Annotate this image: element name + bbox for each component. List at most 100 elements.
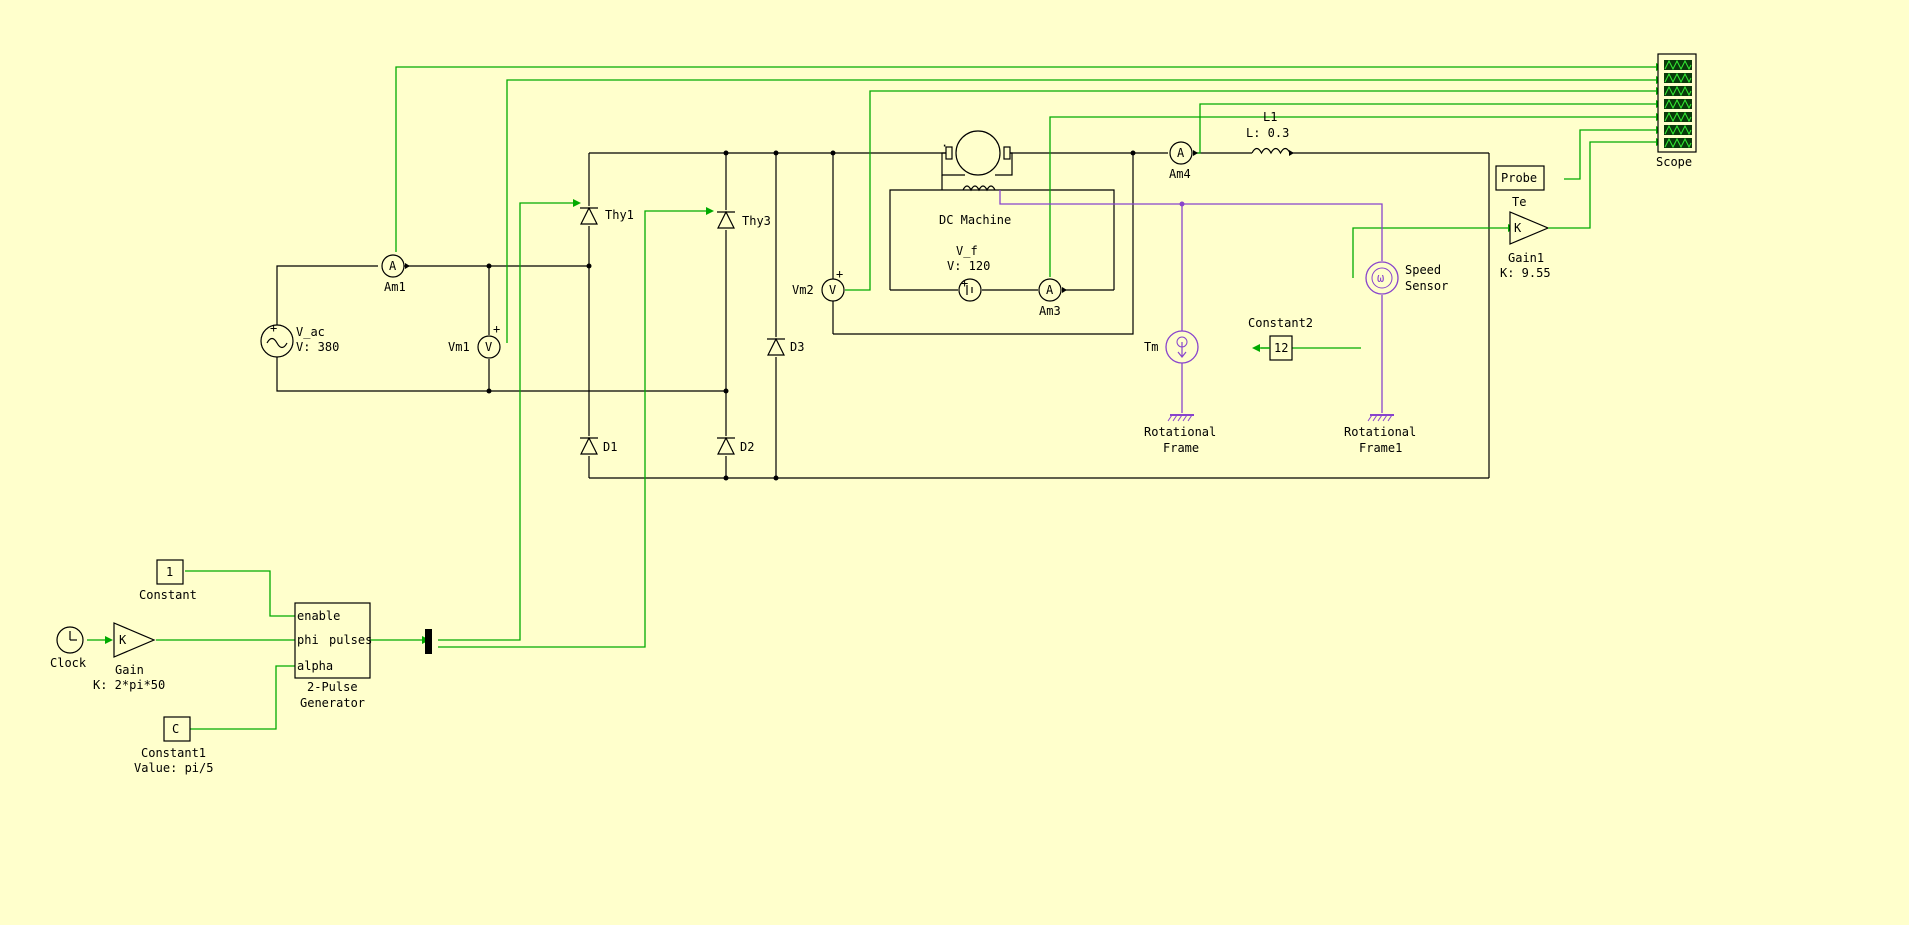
am3-symbol: A <box>1046 283 1054 297</box>
thyristor-thy3[interactable]: Thy3 <box>717 210 771 229</box>
constant-block-constant[interactable]: 1 Constant <box>139 559 197 602</box>
constant2-name: Constant2 <box>1248 316 1313 330</box>
thy1-name: Thy1 <box>605 208 634 222</box>
demux-bar[interactable] <box>425 629 432 654</box>
rot-frame1-line1: Rotational <box>1344 425 1416 439</box>
pulse-gen-port-phi: phi <box>297 633 319 647</box>
speed-sensor[interactable]: ω Speed Sensor <box>1365 261 1448 295</box>
constant-block-constant2[interactable]: 12 Constant2 <box>1248 316 1313 361</box>
scope-screen-6 <box>1664 125 1692 135</box>
scope-screen-1 <box>1664 60 1692 70</box>
v-ac-name: V_ac <box>296 325 325 339</box>
am4-name: Am4 <box>1169 167 1191 181</box>
power-wiring <box>276 152 1490 479</box>
constant-block-constant1[interactable]: C Constant1 Value: pi/5 <box>134 716 213 775</box>
gain-name: Gain <box>115 663 144 677</box>
scope-screen-2 <box>1664 73 1692 83</box>
signal-wiring <box>87 66 1656 730</box>
inductor-l1[interactable]: L1 L: 0.3 <box>1246 110 1294 156</box>
l1-name: L1 <box>1263 110 1277 124</box>
svg-text:+: + <box>493 322 500 336</box>
svg-text:+: + <box>961 276 968 290</box>
gain1-name: Gain1 <box>1508 251 1544 265</box>
probe-te[interactable]: Probe Te <box>1495 165 1545 209</box>
scope-block[interactable]: Scope <box>1656 53 1697 169</box>
gain-symbol: K <box>119 633 127 647</box>
v-f-param: V: 120 <box>947 259 990 273</box>
speed-sensor-name-1: Speed <box>1405 263 1441 277</box>
gain1-symbol: K <box>1514 221 1522 235</box>
am4-symbol: A <box>1177 146 1185 160</box>
vm1-symbol: V <box>485 340 492 354</box>
clock-name: Clock <box>50 656 87 670</box>
dc-machine-name: DC Machine <box>939 213 1011 227</box>
tm-name: Tm <box>1144 340 1158 354</box>
d2-name: D2 <box>740 440 754 454</box>
ammeter-am1[interactable]: A Am1 <box>381 254 410 294</box>
probe-name: Te <box>1512 195 1526 209</box>
pulse-gen-port-pulses: pulses <box>329 633 372 647</box>
gain-block-gain1[interactable]: K Gain1 K: 9.55 <box>1500 211 1570 280</box>
ammeter-am4[interactable]: A Am4 <box>1169 141 1198 181</box>
svg-text:·: · <box>941 139 948 153</box>
mechanical-wiring <box>999 190 1383 413</box>
pulse-generator[interactable]: enable phi alpha pulses 2-Pulse Generato… <box>294 602 372 710</box>
gain-block-gain[interactable]: K Gain K: 2*pi*50 <box>93 622 165 692</box>
scope-screen-4 <box>1664 99 1692 109</box>
v-ac-param: V: 380 <box>296 340 339 354</box>
pulse-gen-port-alpha: alpha <box>297 659 333 673</box>
dc-machine[interactable]: · DC Machine <box>939 130 1011 227</box>
pulse-gen-port-enable: enable <box>297 609 340 623</box>
constant2-value: 12 <box>1274 341 1288 355</box>
constant-name: Constant <box>139 588 197 602</box>
vm1-name: Vm1 <box>448 340 470 354</box>
diode-d2[interactable]: D2 <box>717 436 754 455</box>
speed-sensor-symbol: ω <box>1377 271 1384 285</box>
ammeter-am3[interactable]: A Am3 <box>1038 278 1067 318</box>
speed-sensor-name-2: Sensor <box>1405 279 1448 293</box>
thyristor-thy1[interactable]: Thy1 <box>580 206 634 225</box>
scope-traces <box>1664 59 1692 149</box>
junction-dots <box>486 150 1136 481</box>
vm2-name: Vm2 <box>792 283 814 297</box>
probe-label: Probe <box>1501 171 1537 185</box>
signal-arrows <box>105 63 1664 670</box>
torque-source-tm[interactable]: Tm <box>1144 330 1199 364</box>
svg-text:+: + <box>836 267 843 281</box>
ac-source-icon <box>266 337 288 349</box>
rot-frame1-line2: Frame1 <box>1359 441 1402 455</box>
voltmeter-vm2[interactable]: V + Vm2 <box>792 267 845 302</box>
scope-screen-3 <box>1664 86 1692 96</box>
rotational-frame[interactable]: Rotational Frame <box>1144 414 1216 455</box>
constant-value: 1 <box>166 565 173 579</box>
rot-frame-line1: Rotational <box>1144 425 1216 439</box>
diode-d3[interactable]: D3 <box>767 337 804 356</box>
gain1-param: K: 9.55 <box>1500 266 1551 280</box>
constant1-value: C <box>172 722 179 736</box>
d3-name: D3 <box>790 340 804 354</box>
field-winding-icon <box>962 185 996 192</box>
d1-name: D1 <box>603 440 617 454</box>
voltmeter-vm1[interactable]: V + Vm1 <box>448 322 501 359</box>
pulse-gen-name-2: Generator <box>300 696 365 710</box>
rot-frame-line2: Frame <box>1163 441 1199 455</box>
am1-symbol: A <box>389 259 397 273</box>
v-f-name: V_f <box>956 244 978 258</box>
diode-d1[interactable]: D1 <box>580 436 617 455</box>
rotational-frame1[interactable]: Rotational Frame1 <box>1344 414 1416 455</box>
thy3-name: Thy3 <box>742 214 771 228</box>
scope-name: Scope <box>1656 155 1692 169</box>
ac-source-v-ac[interactable]: + V_ac V: 380 <box>260 321 339 358</box>
l1-param: L: 0.3 <box>1246 126 1289 140</box>
dc-source-v-f[interactable]: + V_f V: 120 <box>947 244 990 302</box>
svg-text:+: + <box>270 321 277 335</box>
constant1-name: Constant1 <box>141 746 206 760</box>
constant1-param: Value: pi/5 <box>134 761 213 775</box>
am3-name: Am3 <box>1039 304 1061 318</box>
clock-block[interactable]: Clock <box>50 626 87 670</box>
scope-screen-5 <box>1664 112 1692 122</box>
vm2-symbol: V <box>829 283 836 297</box>
pulse-gen-name-1: 2-Pulse <box>307 680 358 694</box>
gain-param: K: 2*pi*50 <box>93 678 165 692</box>
